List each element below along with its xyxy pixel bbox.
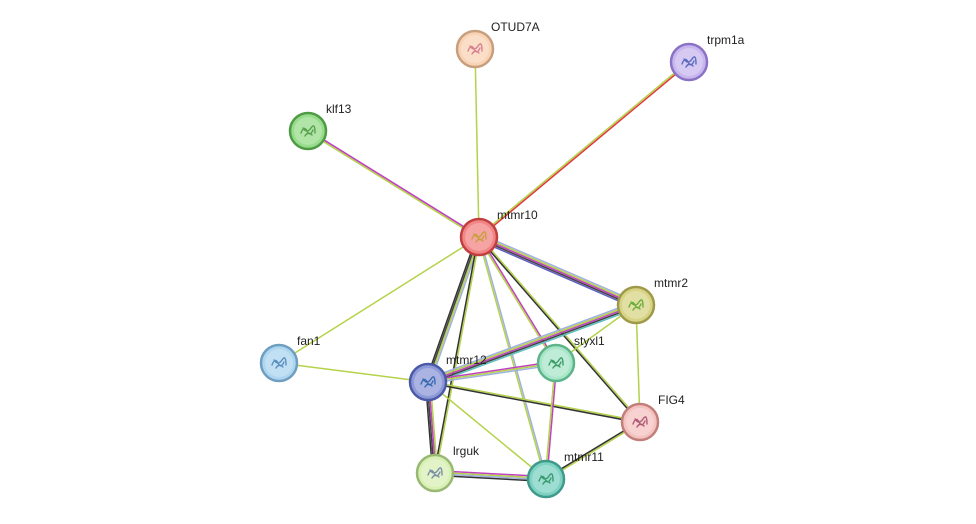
edge-evidence-line [428, 307, 638, 386]
node-trpm1a[interactable]: trpm1a [669, 33, 745, 82]
edge-evidence-line [478, 236, 637, 306]
edge-evidence-line [479, 234, 637, 305]
edge-evidence-line [635, 304, 641, 423]
edge-mtmr12-styxl1[interactable] [427, 360, 557, 385]
node-mtmr12[interactable]: mtmr12 [408, 353, 487, 402]
edge-mtmr10-klf13[interactable] [307, 129, 480, 239]
edge-evidence-line [478, 237, 636, 308]
edge-mtmr2-FIG4[interactable] [635, 304, 641, 423]
protein-structure-icon [628, 299, 644, 311]
protein-structure-icon [427, 467, 443, 479]
edge-evidence-line [479, 233, 638, 303]
node-label: mtmr12 [446, 353, 487, 367]
edge-mtmr10-mtmr11[interactable] [477, 236, 548, 480]
node-styxl1[interactable]: styxl1 [536, 334, 605, 383]
edge-mtmr10-mtmr2[interactable] [477, 233, 638, 309]
edge-evidence-line [546, 363, 558, 480]
edge-evidence-line [278, 362, 429, 383]
protein-structure-icon [467, 43, 483, 55]
protein-structure-icon [538, 473, 554, 485]
edge-evidence-line [474, 48, 480, 238]
node-label: mtmr11 [564, 450, 604, 464]
node-label: FIG4 [658, 393, 685, 407]
node-label: trpm1a [707, 33, 745, 47]
protein-structure-icon [271, 357, 287, 369]
edge-evidence-line [477, 239, 636, 309]
node-label: fan1 [297, 334, 321, 348]
protein-structure-icon [420, 376, 436, 388]
edge-mtmr12-fan1[interactable] [278, 362, 429, 383]
edge-evidence-line [427, 302, 636, 382]
node-mtmr2[interactable]: mtmr2 [616, 276, 688, 325]
node-fan1[interactable]: fan1 [259, 334, 321, 383]
node-mtmr10[interactable]: mtmr10 [459, 208, 538, 257]
edge-evidence-line [435, 237, 481, 474]
edge-evidence-line [477, 237, 546, 480]
edge-mtmr12-FIG4[interactable] [427, 380, 641, 424]
edge-evidence-line [307, 131, 479, 239]
edge-evidence-line [427, 304, 637, 383]
node-label: lrguk [453, 444, 480, 458]
protein-structure-icon [300, 125, 316, 137]
edge-evidence-line [428, 380, 641, 422]
protein-structure-icon [632, 416, 648, 428]
edge-evidence-line [427, 382, 640, 424]
edge-mtmr10-OTUD7A[interactable] [474, 48, 480, 238]
edge-evidence-line [429, 237, 482, 384]
edge-evidence-line [426, 236, 479, 382]
protein-structure-icon [471, 231, 487, 243]
edge-evidence-line [278, 236, 480, 364]
edge-evidence-line [427, 381, 547, 480]
node-OTUD7A[interactable]: OTUD7A [455, 20, 540, 69]
edge-evidence-line [478, 60, 689, 237]
edge-evidence-line [427, 362, 557, 383]
edge-evidence-line [544, 362, 556, 479]
node-label: OTUD7A [491, 20, 540, 34]
edge-layer [278, 48, 690, 483]
edge-mtmr10-fan1[interactable] [278, 236, 480, 364]
protein-structure-icon [548, 357, 564, 369]
edge-evidence-line [428, 237, 481, 383]
edge-mtmr10-mtmr12[interactable] [425, 235, 482, 384]
node-label: styxl1 [574, 334, 605, 348]
edge-mtmr12-mtmr2[interactable] [426, 301, 638, 386]
edge-evidence-line [428, 305, 637, 385]
node-mtmr11[interactable]: mtmr11 [526, 450, 604, 499]
edge-evidence-line [479, 236, 548, 479]
edge-evidence-line [426, 301, 636, 380]
edge-evidence-line [308, 129, 480, 237]
edge-evidence-line [428, 363, 557, 385]
node-label: mtmr10 [497, 208, 538, 222]
edge-styxl1-mtmr11[interactable] [544, 362, 558, 480]
edge-evidence-line [427, 360, 556, 382]
edge-evidence-line [425, 235, 478, 382]
protein-structure-icon [681, 56, 697, 68]
edge-mtmr10-lrguk[interactable] [433, 236, 481, 474]
node-label: mtmr2 [654, 276, 688, 290]
node-label: klf13 [326, 102, 352, 116]
edge-mtmr10-trpm1a[interactable] [478, 60, 690, 239]
node-layer: OTUD7A trpm1a klf13 mtmr10 mtmr2 fan1 styxl1 mt… [259, 20, 745, 499]
node-klf13[interactable]: klf13 [288, 102, 352, 151]
node-FIG4[interactable]: FIG4 [620, 393, 685, 442]
edge-evidence-line [433, 236, 479, 473]
edge-evidence-line [479, 62, 690, 239]
node-lrguk[interactable]: lrguk [415, 444, 480, 493]
edge-mtmr12-mtmr11[interactable] [427, 381, 547, 480]
